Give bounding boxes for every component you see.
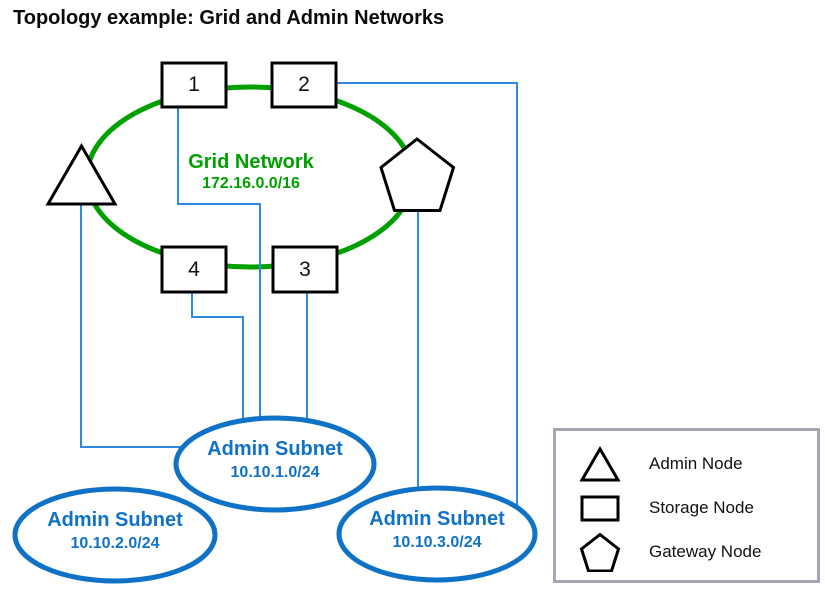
connector-node1-subnet1 bbox=[177, 107, 261, 440]
legend-row-storage-node: Storage Node bbox=[556, 486, 817, 530]
storage-node-4-box bbox=[160, 245, 228, 294]
storage-node-3-label: 3 bbox=[299, 257, 311, 281]
connector-lines bbox=[80, 82, 518, 512]
rectangle-icon bbox=[580, 495, 620, 522]
page-title: Topology example: Grid and Admin Network… bbox=[13, 7, 445, 29]
admin-subnet-2-ellipse bbox=[12, 486, 218, 584]
storage-node-1-label: 1 bbox=[188, 73, 200, 96]
admin-subnet-1-ellipse bbox=[173, 415, 377, 513]
admin-subnets bbox=[12, 415, 538, 584]
connector-node4-subnet1 bbox=[191, 292, 244, 440]
admin-subnet-3-cidr: 10.10.3.0/24 bbox=[392, 534, 482, 551]
storage-node-3-box bbox=[271, 245, 339, 294]
legend-label-gateway-node: Gateway Node bbox=[649, 542, 762, 561]
admin-subnet-3-name: Admin Subnet bbox=[369, 508, 505, 530]
gateway-node-pentagon bbox=[379, 137, 456, 212]
connector-node2-subnet3 bbox=[336, 82, 518, 512]
grid-network-label: Grid Network 172.16.0.0/16 bbox=[171, 152, 331, 194]
legend-label-admin-node: Admin Node bbox=[649, 454, 743, 473]
legend-label-storage-node: Storage Node bbox=[649, 498, 754, 517]
storage-node-1-box bbox=[160, 61, 228, 109]
legend-row-admin-node: Admin Node bbox=[556, 442, 817, 486]
admin-subnet-2-name: Admin Subnet bbox=[47, 509, 183, 531]
triangle-icon bbox=[579, 446, 621, 482]
admin-subnet-1-name: Admin Subnet bbox=[207, 438, 343, 460]
storage-node-4-label: 4 bbox=[188, 257, 200, 281]
grid-network-cidr: 172.16.0.0/16 bbox=[202, 175, 300, 192]
pentagon-icon bbox=[579, 532, 621, 572]
admin-subnet-3-ellipse bbox=[336, 485, 538, 583]
storage-nodes bbox=[160, 61, 339, 294]
admin-node-triangle bbox=[45, 143, 118, 206]
admin-subnet-3-label: Admin Subnet 10.10.3.0/24 bbox=[337, 508, 537, 554]
admin-subnet-2-label: Admin Subnet 10.10.2.0/24 bbox=[15, 509, 215, 555]
storage-node-2-box bbox=[270, 61, 338, 109]
connector-admin-subnet1 bbox=[80, 204, 200, 448]
grid-network-name: Grid Network bbox=[188, 151, 314, 173]
legend-row-gateway-node: Gateway Node bbox=[556, 530, 817, 574]
admin-subnet-1-label: Admin Subnet 10.10.1.0/24 bbox=[175, 438, 375, 484]
legend: Admin Node Storage Node Gateway Node bbox=[553, 428, 820, 583]
admin-subnet-1-cidr: 10.10.1.0/24 bbox=[230, 464, 320, 481]
storage-node-2-label: 2 bbox=[298, 73, 310, 96]
admin-subnet-2-cidr: 10.10.2.0/24 bbox=[70, 535, 160, 552]
